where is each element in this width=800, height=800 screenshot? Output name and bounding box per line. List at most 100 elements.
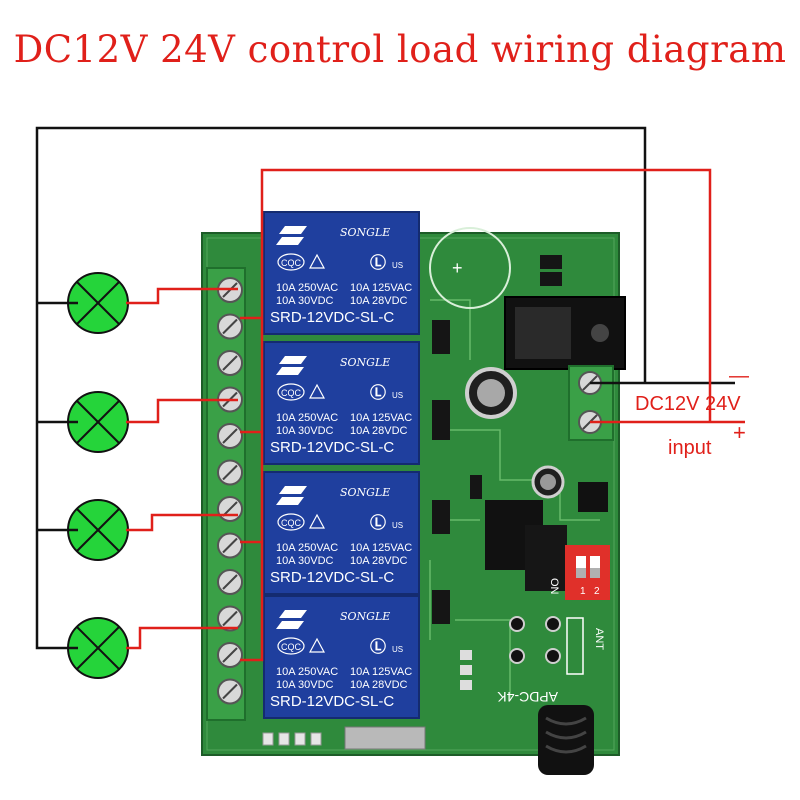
relay-rating: 10A 30VDC — [276, 425, 334, 437]
relay-rating: 10A 28VDC — [350, 425, 408, 437]
relay-rating: 10A 125VAC — [350, 412, 412, 424]
cqc-badge-icon — [277, 513, 305, 531]
terminal-screw-icon — [217, 569, 243, 595]
dip-on-label: ON — [548, 578, 560, 595]
relay-group: SONGLE CQC Ⓛ US 10A 250VAC 10A 125VAC 10A 30VD… — [263, 211, 420, 719]
red-wire-lamp-4 — [126, 626, 238, 650]
dip-2-label: 2 — [594, 586, 600, 597]
warning-triangle-icon — [308, 383, 326, 399]
antenna-icon — [538, 705, 594, 775]
relay: SONGLE CQC Ⓛ US 10A 250VAC 10A 125VAC 10A 30VD… — [263, 341, 420, 465]
lamp-icon — [67, 617, 129, 679]
ul-label: US — [392, 521, 403, 530]
black-common-wire — [35, 126, 647, 650]
cqc-label: CQC — [281, 258, 302, 268]
board-model-label: APDC-4K — [497, 689, 558, 705]
terminal-screw-icon — [217, 350, 243, 376]
lamp-group — [67, 272, 129, 679]
relay-rating: 10A 30VDC — [276, 295, 334, 307]
ic-chip-2 — [525, 525, 567, 591]
buzzer-plus: + — [452, 258, 463, 278]
songle-logo-icon — [276, 486, 307, 505]
relay-rating: 10A 250VAC — [276, 412, 338, 424]
cqc-label: CQC — [281, 388, 302, 398]
ul-mark-icon: Ⓛ — [370, 383, 386, 402]
dc-jack-icon — [504, 296, 626, 370]
relay-rating: 10A 125VAC — [350, 282, 412, 294]
relay-rating: 10A 30VDC — [276, 555, 334, 567]
relay: SONGLE CQC Ⓛ US 10A 250VAC 10A 125VAC 10A 30VD… — [263, 595, 420, 719]
cqc-badge-icon — [277, 253, 305, 271]
voltage-label: DC12V 24V — [635, 393, 741, 415]
dip-1-label: 1 — [580, 586, 586, 597]
crystal-component — [344, 726, 426, 750]
smd-components — [432, 255, 562, 690]
warning-triangle-icon — [308, 637, 326, 653]
relay-model: SRD-12VDC-SL-C — [270, 569, 394, 586]
relay-model: SRD-12VDC-SL-C — [270, 693, 394, 710]
warning-triangle-icon — [308, 253, 326, 269]
ant-box — [566, 617, 584, 675]
relay-brand: SONGLE — [340, 486, 390, 499]
terminal-screw-icon — [217, 459, 243, 486]
red-wire-lamp-2 — [126, 398, 238, 424]
ul-mark-icon: Ⓛ — [370, 513, 386, 532]
songle-logo-icon — [276, 226, 307, 245]
terminal-screw-icon — [217, 605, 243, 632]
capacitor-small-icon — [531, 465, 565, 499]
capacitor-icon — [465, 367, 517, 419]
ant-label: ANT — [593, 628, 605, 650]
terminal-screw-icon — [217, 678, 243, 705]
ul-mark-icon: Ⓛ — [370, 253, 386, 272]
red-wires — [126, 168, 745, 662]
warning-triangle-icon — [308, 513, 326, 529]
cqc-badge-icon — [277, 383, 305, 401]
relay-rating: 10A 125VAC — [350, 666, 412, 678]
red-wire-lamp-3 — [126, 513, 238, 532]
terminal-screw-icon — [217, 423, 243, 449]
relay: SONGLE CQC Ⓛ US 10A 250VAC 10A 125VAC 10A 30VD… — [263, 471, 420, 595]
relay-brand: SONGLE — [340, 226, 390, 239]
terminal-screw-icon — [217, 313, 243, 340]
red-wire-lamp-1 — [126, 287, 238, 305]
terminal-screw-icon — [217, 496, 243, 522]
relay-rating: 10A 28VDC — [350, 295, 408, 307]
cqc-badge-icon — [277, 637, 305, 655]
cqc-label: CQC — [281, 518, 302, 528]
header-pins — [262, 732, 322, 746]
songle-logo-icon — [276, 356, 307, 375]
dip-switch-icon — [565, 545, 610, 600]
ul-label: US — [392, 645, 403, 654]
rf-module-pads — [509, 616, 561, 664]
minus-label: — — [729, 365, 749, 387]
input-label: input — [668, 437, 712, 459]
relay-model: SRD-12VDC-SL-C — [270, 439, 394, 456]
plus-label: + — [733, 420, 746, 445]
relay-brand: SONGLE — [340, 610, 390, 623]
red-common-wire — [240, 168, 712, 662]
relay-rating: 10A 250VAC — [276, 542, 338, 554]
relay-rating: 10A 250VAC — [276, 666, 338, 678]
relay-rating: 10A 28VDC — [350, 555, 408, 567]
terminal-screw-icon — [217, 532, 243, 559]
songle-logo-icon — [276, 610, 307, 629]
relay-rating: 10A 30VDC — [276, 679, 334, 691]
black-wires — [35, 126, 735, 650]
diagram-title: DC12V 24V control load wiring diagram — [13, 28, 787, 71]
tactile-button — [578, 482, 608, 512]
ul-label: US — [392, 391, 403, 400]
ul-mark-icon: Ⓛ — [370, 637, 386, 656]
terminal-screw-icon — [217, 642, 243, 668]
cqc-label: CQC — [281, 642, 302, 652]
relay-model: SRD-12VDC-SL-C — [270, 309, 394, 326]
relay: SONGLE CQC Ⓛ US 10A 250VAC 10A 125VAC 10A 30VD… — [263, 211, 420, 335]
terminal-screws — [217, 277, 243, 705]
buzzer-outline — [429, 227, 511, 309]
ul-label: US — [392, 261, 403, 270]
relay-rating: 10A 28VDC — [350, 679, 408, 691]
relay-rating: 10A 250VAC — [276, 282, 338, 294]
relay-brand: SONGLE — [340, 356, 390, 369]
relay-rating: 10A 125VAC — [350, 542, 412, 554]
